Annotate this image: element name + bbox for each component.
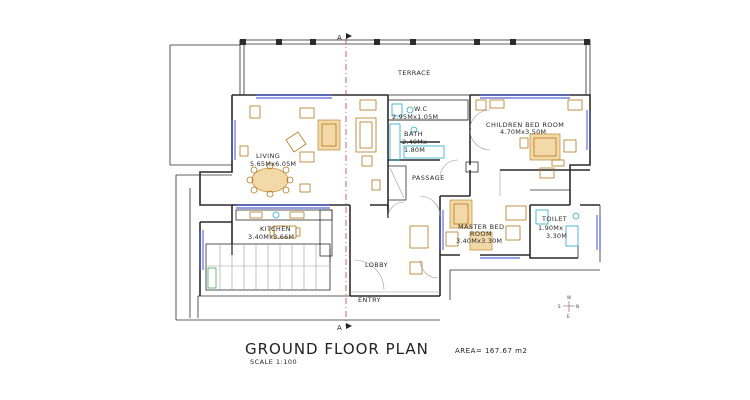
wc-dims: 2.95Mx1.05M [392,113,438,121]
toilet-dims-a: 1.90Mx [538,224,563,232]
terrace-area [239,39,591,96]
lobby-entry [350,201,440,293]
master-bedroom-dims: 3.40Mx3.30M [456,237,502,245]
master-bedroom-label-b: ROOM [470,230,492,238]
kitchen-label: KITCHEN [260,225,291,233]
compass-n: W [567,295,571,300]
entry-label: ENTRY [358,296,381,304]
children-bedroom-label: CHILDREN BED ROOM [486,121,564,129]
wc-label: W.C [414,105,428,113]
svg-text:A: A [337,34,342,42]
living-furniture [239,99,381,198]
compass-s: E [567,314,570,319]
wc-bath-fixtures [387,99,469,201]
plan-scale: SCALE 1:100 [250,358,297,366]
compass-icon: W E N S [558,295,579,319]
living-label: LIVING [256,152,280,160]
toilet-label: TOILET [541,215,567,223]
compass-w: S [558,304,561,309]
terrace-label: TERRACE [397,69,431,77]
section-marker-top: A [337,33,352,42]
svg-text:A: A [337,324,342,332]
lobby-label: LOBBY [365,261,388,269]
site-boundary [169,40,601,321]
children-bedroom-furniture [469,99,583,167]
master-bedroom-label-a: MASTER BED [458,223,504,231]
passage-label: PASSAGE [412,174,445,182]
children-bedroom-dims: 4.70Mx3.50M [500,128,546,136]
kitchen-dims: 3.40Mx3.66M [248,233,294,241]
master-bedroom-furniture [409,195,527,275]
living-dims: 5.65Mx6.05M [250,160,296,168]
kitchen-fixtures [205,209,333,291]
bath-dims-a: 2.40Mx [402,138,427,146]
stair-treads [219,244,317,290]
bath-dims-b: 1.80M [404,146,425,154]
windows [199,94,601,270]
toilet-dims-b: 3.30M [546,232,567,240]
toilet-fixtures [530,167,580,247]
bath-label: BATH [404,130,423,138]
section-marker-bottom: A [337,323,352,332]
plan-title: GROUND FLOOR PLAN [245,340,429,358]
plan-area: AREA= 167.67 m2 [455,347,527,355]
compass-e: N [576,304,579,309]
passage-area [439,109,501,196]
